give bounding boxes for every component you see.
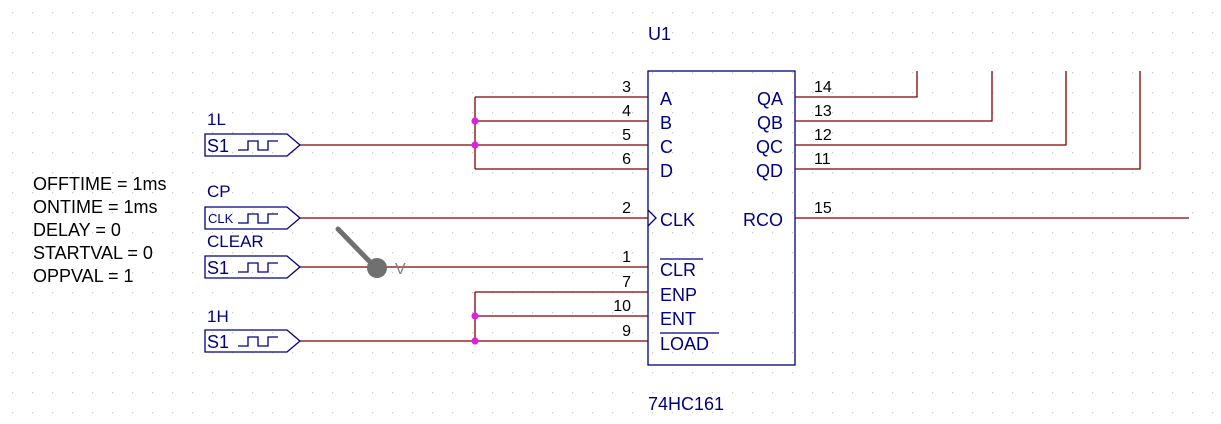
wire-qb[interactable] — [870, 71, 993, 122]
pin-num-ent: 10 — [613, 298, 631, 315]
pin-name-clr: CLR — [660, 260, 696, 280]
pin-num-rco: 15 — [814, 200, 832, 217]
source-label-1l: 1L — [207, 110, 226, 129]
source-body[interactable] — [204, 133, 302, 157]
pin-name-qd: QD — [756, 161, 783, 181]
source-1h[interactable]: 1H S1 — [204, 307, 302, 353]
source-cp[interactable]: CP CLK — [204, 182, 302, 230]
junction-dot — [471, 337, 479, 345]
voltage-probe[interactable]: V — [335, 226, 406, 278]
clock-edge-icon — [647, 209, 657, 227]
ic-ref-label: U1 — [648, 24, 671, 44]
property-ontime: ONTIME = 1ms — [33, 197, 158, 217]
pin-name-load: LOAD — [660, 334, 709, 354]
pin-num-load: 9 — [622, 323, 631, 340]
wire-1l-bus[interactable] — [474, 96, 572, 170]
pin-name-a: A — [660, 89, 672, 109]
pulse-wave-icon — [238, 140, 278, 151]
source-type-clk: CLK — [208, 211, 234, 226]
junction-dot — [471, 117, 479, 125]
pin-name-ent: ENT — [660, 309, 696, 329]
probe-label: V — [395, 261, 406, 278]
pin-name-d: D — [660, 161, 673, 181]
pin-num-c: 5 — [622, 127, 631, 144]
ic-part-label: 74HC161 — [648, 394, 724, 414]
property-startval: STARTVAL = 0 — [33, 243, 153, 263]
pin-num-d: 6 — [622, 151, 631, 168]
pin-name-qc: QC — [756, 137, 783, 157]
pin-num-qb: 13 — [814, 103, 832, 120]
wire-qa[interactable] — [870, 71, 918, 98]
source-label-cp: CP — [207, 182, 231, 201]
source-type-s1: S1 — [207, 258, 229, 278]
source-body[interactable] — [204, 255, 302, 279]
probe-tip-icon[interactable] — [367, 258, 387, 278]
pin-name-qb: QB — [757, 113, 783, 133]
property-oppval: OPPVAL = 1 — [33, 266, 134, 286]
pin-name-qa: QA — [757, 89, 783, 109]
source-body[interactable] — [204, 329, 302, 353]
clk-properties: OFFTIME = 1ms ONTIME = 1ms DELAY = 0 STA… — [33, 174, 167, 286]
pin-name-c: C — [660, 137, 673, 157]
property-delay: DELAY = 0 — [33, 220, 121, 240]
pin-num-a: 3 — [622, 79, 631, 96]
pin-num-qd: 11 — [814, 151, 831, 168]
source-body[interactable] — [204, 206, 302, 230]
source-1l[interactable]: 1L S1 — [204, 110, 302, 157]
source-type-s1: S1 — [207, 332, 229, 352]
pin-num-clr: 1 — [622, 249, 631, 266]
source-type-s1: S1 — [207, 136, 229, 156]
junction-dot — [471, 141, 479, 149]
pin-num-qc: 12 — [814, 127, 832, 144]
pin-name-b: B — [660, 113, 672, 133]
pin-num-clk: 2 — [622, 200, 631, 217]
pin-name-rco: RCO — [743, 210, 783, 230]
probe-stem — [335, 226, 375, 267]
pin-num-b: 4 — [622, 103, 631, 120]
pulse-wave-icon — [238, 213, 278, 224]
wire-qd[interactable] — [870, 71, 1141, 170]
property-offtime: OFFTIME = 1ms — [33, 174, 167, 194]
pulse-wave-icon — [238, 262, 278, 273]
ic-u1[interactable]: U1 74HC161 3 4 5 6 2 1 7 10 9 A B C D CL… — [572, 24, 870, 414]
source-label-clear: CLEAR — [207, 232, 264, 251]
wire-qc[interactable] — [870, 71, 1067, 146]
pin-num-qa: 14 — [814, 79, 832, 96]
source-clear[interactable]: CLEAR S1 — [204, 232, 302, 279]
pulse-wave-icon — [238, 336, 278, 347]
pin-name-enp: ENP — [660, 285, 697, 305]
pin-name-clk: CLK — [660, 210, 695, 230]
pin-num-enp: 7 — [622, 274, 631, 291]
source-label-1h: 1H — [207, 307, 229, 326]
junction-dot — [471, 312, 479, 320]
